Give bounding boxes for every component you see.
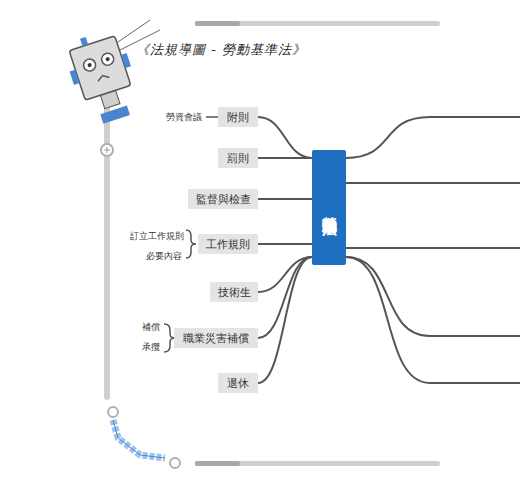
sub-topic-label: 必要內容 (146, 250, 182, 262)
node-text: 退休 (227, 376, 249, 391)
robot-head (69, 36, 131, 100)
frame-bar (195, 461, 240, 466)
topic-box: 附則 (218, 107, 258, 127)
frame-knob (170, 458, 180, 468)
frame-knob (108, 407, 118, 417)
topic-box: 罰則 (218, 148, 258, 168)
node-text: 勞動基準法 (320, 205, 339, 210)
diagram-title: 《法規導圖 - 勞動基準法》 (136, 41, 306, 59)
frame-knob (101, 144, 113, 156)
robot-ear (70, 70, 80, 85)
branch-line (346, 257, 520, 336)
branch-connector (258, 243, 312, 245)
decor-band-edge (113, 420, 165, 458)
sub-topic-label: 補償 (142, 321, 160, 333)
branch-line (346, 117, 520, 158)
branch-line (346, 247, 520, 249)
branch-line (346, 182, 520, 184)
robot-body (100, 106, 130, 124)
robot-pupil (87, 63, 92, 68)
robot-eye (100, 52, 115, 67)
robot-illustration (61, 26, 145, 128)
frame-bar (195, 21, 240, 26)
branch-connector (258, 157, 312, 159)
topic-box: 監督與檢查 (188, 189, 258, 209)
branch-line (346, 257, 520, 383)
node-text: 附則 (227, 110, 249, 125)
right-branches (346, 117, 520, 383)
decor-band (113, 420, 165, 458)
branch-connector (258, 257, 312, 338)
topic-box: 職業災害補償 (174, 328, 258, 348)
branch-connector (258, 257, 312, 383)
central-topic: 勞動基準法 (312, 150, 346, 265)
frame-knob-mark (104, 147, 110, 153)
sub-topic-label: 勞資會議 (166, 111, 202, 123)
curly-bracket (186, 230, 196, 258)
branch-connector (258, 198, 312, 200)
robot-eye (82, 58, 97, 73)
sub-topic-label: 承攬 (142, 341, 160, 353)
node-text: 工作規則 (206, 237, 250, 252)
frame-bar (195, 461, 440, 466)
node-text: 職業災害補償 (183, 331, 249, 346)
robot-pupil (105, 57, 110, 62)
robot-ear (121, 53, 131, 68)
robot-antenna (80, 37, 88, 46)
node-text: 罰則 (227, 151, 249, 166)
robot-mouth (97, 74, 110, 82)
connector-layer (258, 117, 312, 383)
leader-line (206, 116, 218, 118)
frame-bar (195, 21, 440, 26)
topic-box: 退休 (218, 373, 258, 393)
topic-box: 技術生 (210, 282, 258, 302)
sub-topic-label: 訂立工作規則 (130, 230, 184, 242)
branch-connector (258, 117, 312, 158)
node-text: 監督與檢查 (196, 192, 251, 207)
node-text: 技術生 (218, 285, 251, 300)
topic-box: 工作規則 (198, 234, 258, 254)
